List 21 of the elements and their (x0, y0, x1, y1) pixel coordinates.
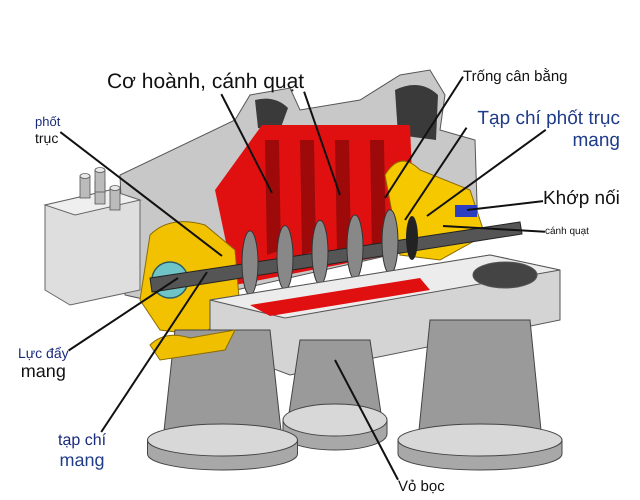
part-label: Trống cân bằng (463, 68, 568, 86)
part-label: Cơ hoành, cánh quạt (107, 70, 304, 94)
part-label: cánh quạt (545, 226, 589, 238)
leader-line (426, 129, 546, 217)
leader-line (60, 131, 223, 257)
leader-line (442, 225, 546, 233)
leader-line (220, 94, 273, 194)
leader-line (334, 360, 399, 480)
leader-line (384, 76, 464, 199)
leader-line (100, 271, 208, 433)
part-label: mang (58, 450, 106, 472)
part-label: tạp chí (58, 432, 106, 450)
part-label: Tạp chí phốt trục mang (476, 108, 620, 152)
part-label: Lực đẩy (18, 345, 69, 362)
part-label: Vỏ bọc (398, 478, 445, 496)
part-label: phốt (35, 115, 60, 130)
part-label: trục (35, 130, 60, 146)
part-label: Khớp nối (543, 188, 620, 210)
leader-line (466, 200, 544, 211)
leader-line (68, 277, 179, 352)
part-label: mang (20, 361, 67, 382)
